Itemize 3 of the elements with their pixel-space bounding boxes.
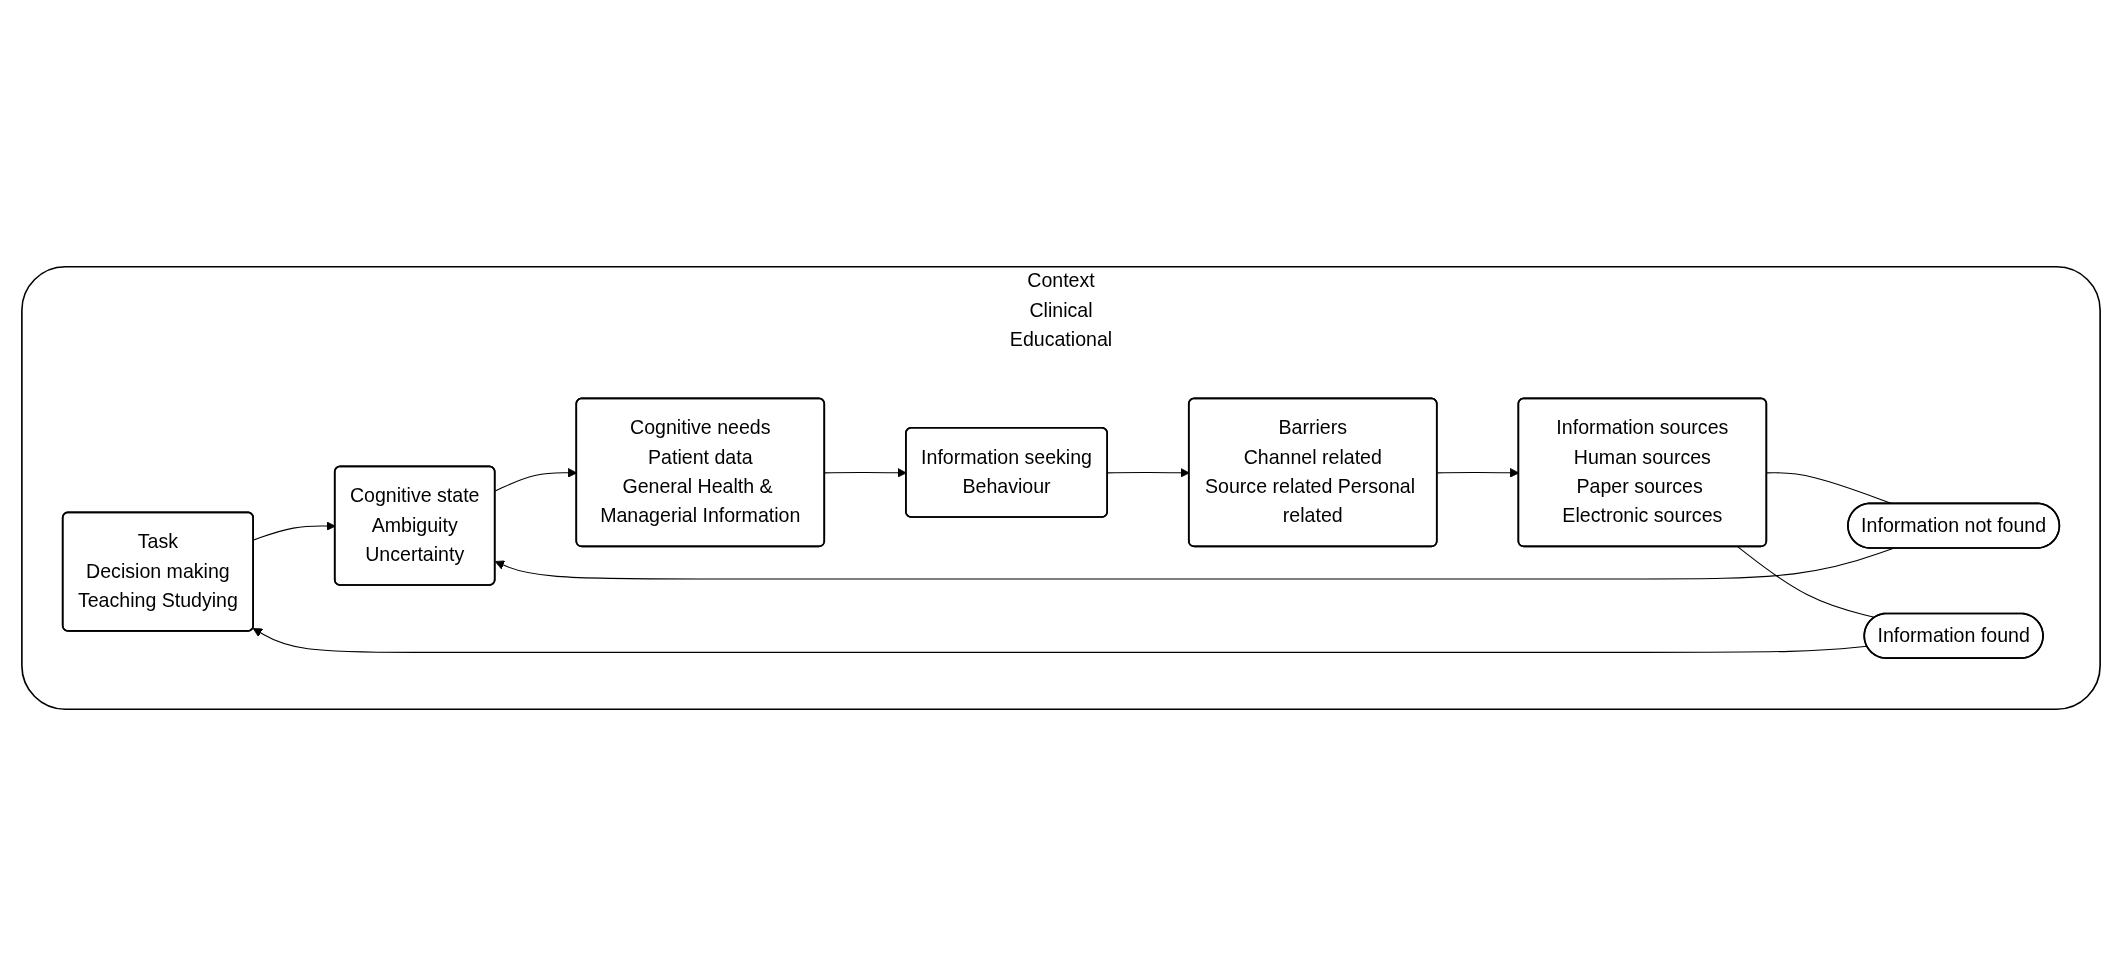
arrow [252,627,1868,653]
connector [1737,546,1876,618]
arrow [494,547,1894,580]
